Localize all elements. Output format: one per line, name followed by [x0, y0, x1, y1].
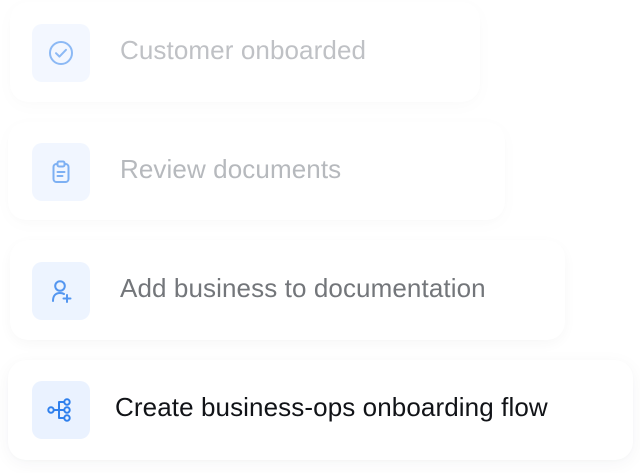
step-label-review-documents: Review documents	[120, 154, 342, 184]
step-label-customer-onboarded: Customer onboarded	[120, 35, 367, 65]
step-card-add-business[interactable]: Add business to documentation	[10, 240, 565, 340]
step-card-create-onboarding-flow[interactable]: Create business-ops onboarding flow	[8, 360, 633, 460]
step-card-review-documents[interactable]: Review documents	[8, 122, 505, 220]
step-label-create-onboarding-flow: Create business-ops onboarding flow	[115, 392, 548, 422]
check-circle-icon	[32, 24, 90, 82]
clipboard-icon	[32, 143, 90, 201]
step-card-customer-onboarded[interactable]: Customer onboarded	[10, 2, 480, 102]
add-user-icon	[32, 262, 90, 320]
step-label-add-business: Add business to documentation	[120, 273, 486, 303]
flow-icon	[32, 381, 90, 439]
